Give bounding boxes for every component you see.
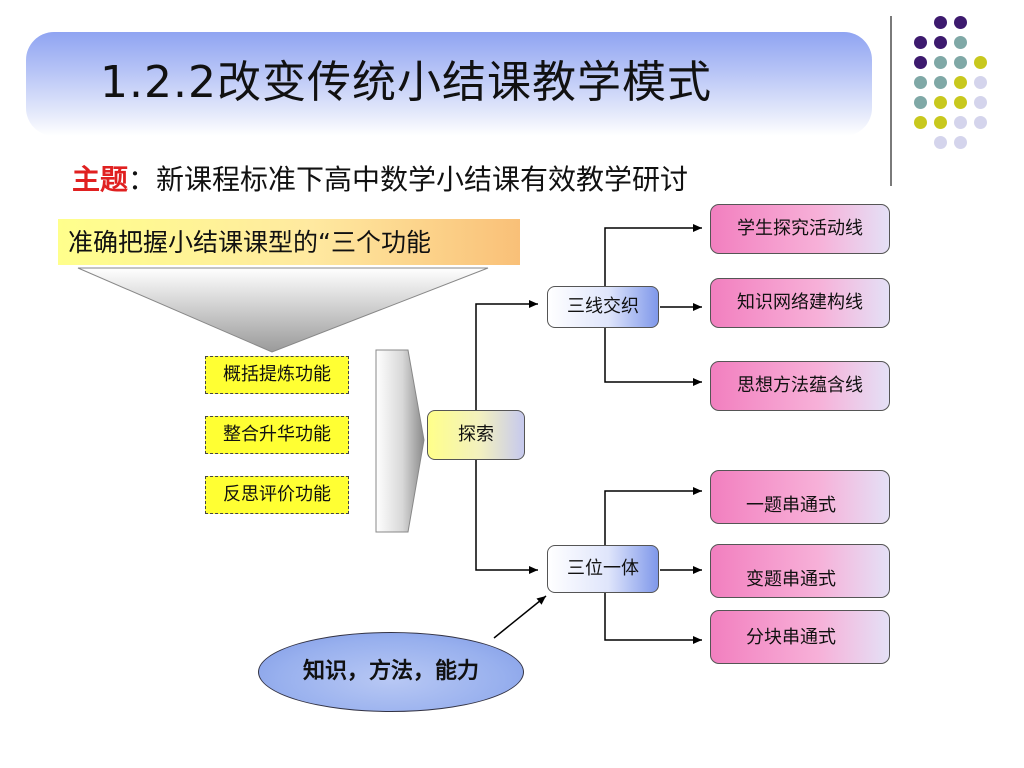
funnel-triangle bbox=[77, 267, 489, 353]
function-box-summarize: 概括提炼功能 bbox=[205, 356, 349, 394]
title-banner bbox=[26, 32, 872, 136]
three-functions-banner: 准确把握小结课课型的“三个功能 bbox=[58, 219, 520, 265]
function-box-reflect: 反思评价功能 bbox=[205, 476, 349, 514]
line-item-thinking-method: 思想方法蕴含线 bbox=[710, 361, 890, 411]
decorative-dot bbox=[934, 16, 947, 29]
decorative-dot bbox=[974, 116, 987, 129]
decorative-dot bbox=[934, 116, 947, 129]
connector-explore-to-three-lines bbox=[475, 300, 538, 410]
line-item-student-inquiry: 学生探究活动线 bbox=[710, 204, 890, 254]
decorative-dot bbox=[974, 96, 987, 109]
decorative-dot bbox=[934, 56, 947, 69]
connector-three-lines-bottom bbox=[604, 328, 702, 386]
page-title: 1.2.2改变传统小结课教学模式 bbox=[100, 57, 712, 108]
decorative-dot bbox=[914, 36, 927, 49]
decorative-dot-grid bbox=[0, 0, 1024, 200]
decorative-dot bbox=[914, 96, 927, 109]
decorative-dot bbox=[934, 76, 947, 89]
decorative-dot bbox=[954, 96, 967, 109]
connector-three-lines-top bbox=[604, 224, 702, 286]
hub-explore: 探索 bbox=[427, 410, 525, 460]
decorative-dot bbox=[914, 76, 927, 89]
decorative-dot bbox=[954, 76, 967, 89]
decorative-dot bbox=[974, 76, 987, 89]
decorative-dot bbox=[974, 56, 987, 69]
decorative-dot bbox=[914, 56, 927, 69]
line-item-knowledge-network: 知识网络建构线 bbox=[710, 278, 890, 328]
subtitle-separator: ： bbox=[128, 163, 157, 196]
decorative-dot bbox=[954, 116, 967, 129]
subtitle-label: 主题 bbox=[72, 163, 129, 196]
subtitle-text: 新课程标准下高中数学小结课有效教学研讨 bbox=[156, 163, 689, 196]
decorative-dot bbox=[954, 56, 967, 69]
mode-item-one-problem: 一题串通式 bbox=[710, 470, 890, 524]
hub-three-in-one: 三位一体 bbox=[547, 545, 659, 593]
connector-explore-to-three-in-one bbox=[475, 460, 538, 574]
function-box-integrate: 整合升华功能 bbox=[205, 416, 349, 454]
divider-line bbox=[890, 16, 892, 186]
decorative-dot bbox=[954, 16, 967, 29]
decorative-dot bbox=[954, 36, 967, 49]
connector-three-in-one-bottom bbox=[604, 593, 702, 644]
mode-item-variant-problem: 变题串通式 bbox=[710, 544, 890, 598]
decorative-dot bbox=[954, 136, 967, 149]
subtitle: 主题：新课程标准下高中数学小结课有效教学研讨 bbox=[72, 158, 688, 198]
knowledge-method-ability-ellipse: 知识，方法，能力 bbox=[258, 632, 524, 712]
decorative-dot bbox=[934, 36, 947, 49]
mode-item-block: 分块串通式 bbox=[710, 610, 890, 664]
merge-chevron bbox=[375, 349, 425, 533]
decorative-dot bbox=[934, 96, 947, 109]
hub-three-lines: 三线交织 bbox=[547, 286, 659, 328]
decorative-dot bbox=[914, 116, 927, 129]
connector-ellipse-to-three-in-one bbox=[493, 595, 547, 639]
decorative-dot bbox=[934, 136, 947, 149]
connector-three-in-one-top bbox=[604, 487, 702, 545]
